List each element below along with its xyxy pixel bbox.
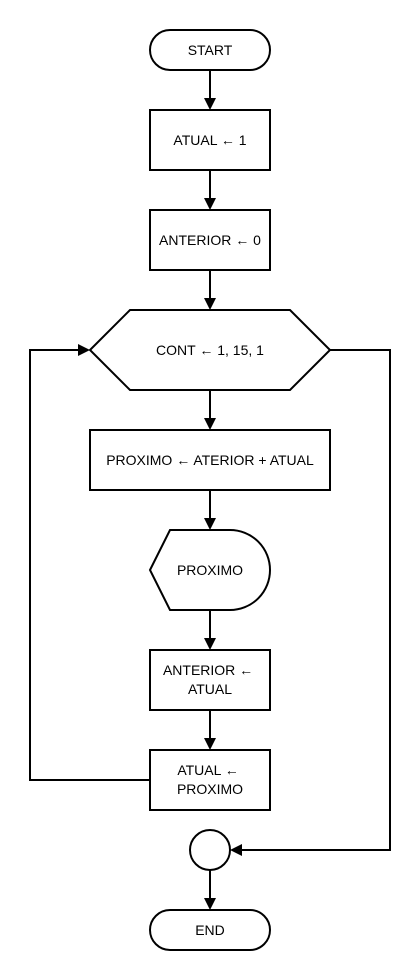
node-atual-update-label: ATUAL ← PROXIMO	[177, 762, 243, 797]
display-shape	[148, 529, 271, 611]
node-start: START	[149, 29, 271, 71]
arrowhead	[78, 344, 90, 356]
terminator-shape	[149, 909, 271, 951]
process-shape	[149, 649, 271, 711]
node-end-label: END	[195, 922, 225, 938]
node-end: END	[149, 909, 271, 951]
node-anterior-init-label: ANTERIOR ← 0	[159, 232, 261, 248]
process-shape	[149, 749, 271, 811]
arrowhead	[204, 418, 216, 430]
arrowhead	[230, 844, 242, 856]
node-proximo-calc-label: PROXIMO ← ATERIOR + ATUAL	[106, 452, 314, 468]
arrowhead	[204, 518, 216, 530]
node-atual-init-label: ATUAL ← 1	[173, 132, 246, 148]
arrowhead	[204, 98, 216, 110]
process-shape	[89, 429, 331, 491]
edge-loop-back	[29, 349, 150, 781]
node-atual-update-line-1: ATUAL ←	[177, 762, 238, 778]
arrowhead	[204, 638, 216, 650]
node-connector	[189, 829, 231, 871]
edges	[29, 70, 391, 910]
loop-hexagon-shape	[88, 309, 332, 391]
node-atual-update-line-2: PROXIMO	[177, 781, 243, 797]
edge-loop-exit	[242, 349, 391, 851]
arrowhead	[204, 298, 216, 310]
arrowhead	[204, 198, 216, 210]
connector-circle	[189, 829, 231, 871]
node-display: PROXIMO	[148, 529, 271, 611]
node-display-label: PROXIMO	[177, 562, 243, 578]
node-start-label: START	[188, 42, 233, 58]
process-shape	[149, 209, 271, 271]
node-anterior-init: ANTERIOR ← 0	[149, 209, 271, 271]
node-anterior-update-line-2: ATUAL	[188, 681, 232, 697]
node-proximo-calc: PROXIMO ← ATERIOR + ATUAL	[89, 429, 331, 491]
arrowhead	[204, 738, 216, 750]
node-anterior-update-line-1: ANTERIOR ←	[163, 662, 253, 678]
node-anterior-update-label: ANTERIOR ← ATUAL	[163, 662, 257, 697]
node-anterior-update: ANTERIOR ← ATUAL	[149, 649, 271, 711]
node-atual-init: ATUAL ← 1	[149, 109, 271, 171]
node-loop: CONT ← 1, 15, 1	[88, 309, 332, 391]
node-atual-update: ATUAL ← PROXIMO	[149, 749, 271, 811]
node-loop-label: CONT ← 1, 15, 1	[156, 342, 264, 358]
arrowhead	[204, 898, 216, 910]
terminator-shape	[149, 29, 271, 71]
process-shape	[149, 109, 271, 171]
